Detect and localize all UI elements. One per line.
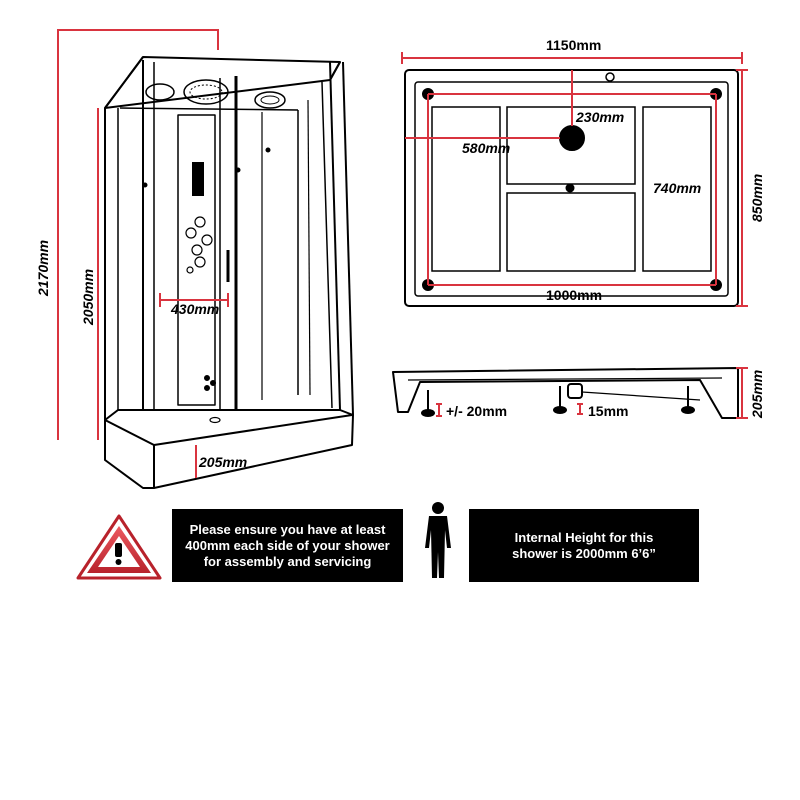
warning-triangle-icon	[76, 514, 162, 580]
inner-width-label: 1000mm	[546, 287, 602, 303]
tray-side-view	[392, 367, 739, 419]
person-icon	[425, 502, 451, 578]
waste-clearance-label: 15mm	[588, 403, 628, 419]
tray-top-view	[404, 69, 739, 307]
drain-offset-y-label: 230mm	[575, 109, 624, 125]
assembly-notice-text: Please ensure you have at least 400mm ea…	[185, 521, 390, 569]
inner-depth-label: 740mm	[653, 180, 701, 196]
tray-height-side-label: 205mm	[749, 370, 765, 419]
internal-height-notice-text: Internal Height for this shower is 2000m…	[512, 529, 656, 561]
shower-cabin-drawing	[104, 56, 354, 489]
overall-depth-label: 850mm	[749, 174, 765, 222]
leg-adjust-label: +/- 20mm	[446, 403, 507, 419]
internal-height-notice: Internal Height for this shower is 2000m…	[469, 509, 699, 582]
assembly-notice: Please ensure you have at least 400mm ea…	[172, 509, 403, 582]
dimension-lines	[57, 29, 748, 478]
top-width-label: 1150mm	[546, 37, 601, 53]
panel-width-label: 430mm	[170, 301, 219, 317]
tray-height-front-label: 205mm	[198, 454, 247, 470]
drain-offset-x-label: 580mm	[462, 140, 510, 156]
cabin-height-label: 2050mm	[80, 269, 96, 326]
total-height-label: 2170mm	[35, 240, 51, 297]
